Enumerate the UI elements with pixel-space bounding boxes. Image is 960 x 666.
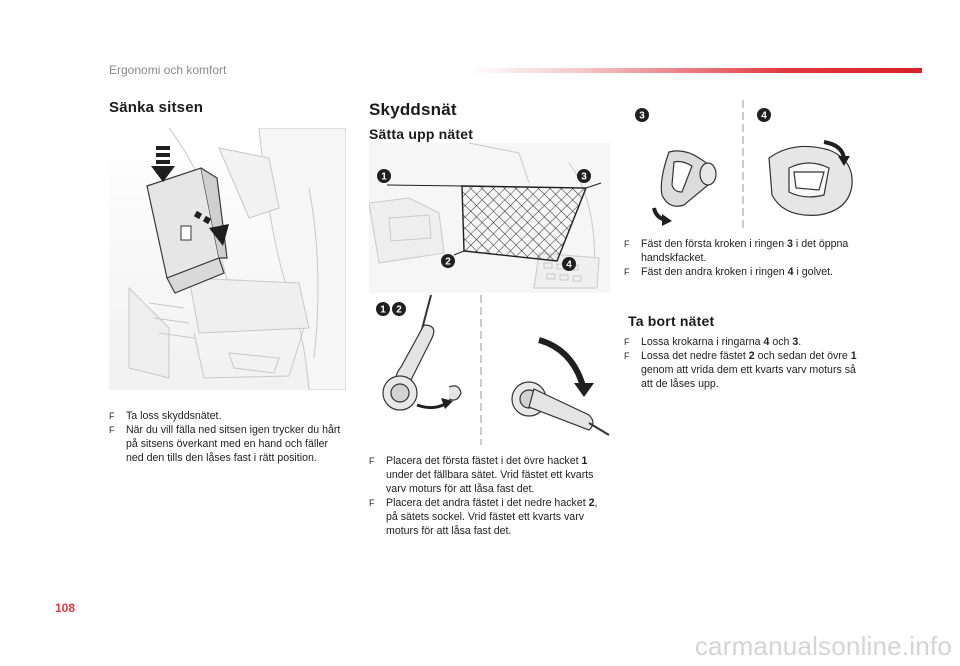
twist-arrow-icon (416, 401, 448, 410)
section-heading-lower-seat: Sänka sitsen (109, 99, 204, 116)
text: och sedan det övre (754, 350, 851, 362)
ring-label-3: 3 (635, 108, 649, 122)
ref-number: 4 (787, 266, 794, 278)
bullet-mark: F (369, 498, 375, 508)
section-heading-safety-net: Skyddsnät (369, 100, 457, 119)
ring-label-4: 4 (757, 108, 771, 122)
text: i golvet. (793, 266, 833, 278)
bullet-mark: F (624, 351, 630, 361)
net-strap-lower (453, 250, 465, 256)
safety-net (461, 185, 588, 262)
net-label-3: 3 (577, 169, 591, 183)
ref-number: 1 (581, 455, 588, 467)
rotate-arrow-icon (538, 337, 587, 391)
bullet-mark: F (624, 267, 630, 277)
svg-text:1: 1 (381, 172, 387, 183)
bullet-second-hook: F Fäst den andra kroken i ringen 4 i golv… (624, 265, 864, 279)
subheading-remove-net: Ta bort nätet (628, 313, 715, 329)
ref-number: 2 (588, 497, 595, 509)
svg-text:2: 2 (445, 257, 451, 268)
bullet-mark: F (624, 337, 630, 347)
bullet-remove-net: F Ta loss skyddsnätet. (109, 409, 341, 423)
running-header: Ergonomi och komfort (109, 63, 227, 77)
hook-arrow-icon (823, 140, 846, 159)
ring-3 (660, 150, 717, 207)
bullet-text: När du vill fälla ned sitsen igen trycke… (126, 424, 341, 464)
text: , på sätets sockel. Vrid fästet ett kvar… (386, 497, 598, 537)
ref-number: 3 (787, 238, 793, 250)
text: Fäst den första kroken i ringen (641, 238, 788, 250)
text: under det fällbara sätet. Vrid fästet et… (386, 469, 594, 495)
text: Lossa det nedre fästet (641, 350, 749, 362)
bullet-fold-seat: F När du vill fälla ned sitsen igen tryck… (109, 423, 341, 465)
ref-number: 1 (850, 350, 857, 362)
right-bullets-install: F Fäst den första kroken i ringen 3 i det… (624, 237, 864, 279)
text: i det öppna handskfacket. (641, 238, 849, 264)
ring-4 (768, 145, 853, 216)
bullet-mark: F (624, 239, 630, 249)
bullet-release-hooks: F Lossa krokarna i ringarna 4 och 3. (624, 335, 864, 349)
bullet-first-anchor: F Placera det första fästet i det övre ha… (369, 454, 611, 496)
text: Lossa krokarna i ringarna (641, 336, 764, 348)
middle-bullets: F Placera det första fästet i det övre ha… (369, 454, 611, 538)
anchor-twist-illustration: 1 2 (376, 295, 610, 445)
ref-number: 3 (792, 336, 799, 348)
svg-text:3: 3 (639, 111, 645, 122)
ref-number: 2 (748, 350, 755, 362)
svg-text:4: 4 (761, 111, 767, 122)
anchor-right (511, 381, 610, 436)
svg-text:4: 4 (566, 260, 572, 271)
bullet-mark: F (109, 425, 115, 435)
net-installation-illustration: 1 3 2 4 (369, 143, 610, 293)
subheading-install-net: Sätta upp nätet (369, 126, 474, 142)
seat-illustration (109, 128, 346, 390)
svg-text:3: 3 (581, 172, 587, 183)
bullet-first-hook: F Fäst den första kroken i ringen 3 i det… (624, 237, 864, 265)
text: . (798, 336, 802, 348)
text: och (769, 336, 793, 348)
text: Placera det första fästet i det övre hac… (386, 455, 582, 467)
net-label-2: 2 (441, 254, 455, 268)
text: genom att vrida dem ett kvarts varv motu… (641, 364, 856, 390)
bullet-mark: F (369, 456, 375, 466)
text: Fäst den andra kroken i ringen (641, 266, 788, 278)
svg-text:2: 2 (396, 305, 402, 316)
fold-arrow-icon (193, 210, 229, 246)
net-label-4: 4 (562, 257, 576, 271)
anchor-left (382, 295, 462, 411)
push-arrow-down-icon (151, 146, 175, 182)
header-rule (470, 68, 922, 73)
net-strap (386, 182, 602, 189)
hook-rings-illustration: 3 4 (635, 100, 853, 230)
bullet-second-anchor: F Placera det andra fästet i det nedre ha… (369, 496, 611, 538)
left-bullets: F Ta loss skyddsnätet. F När du vill fälla… (109, 409, 341, 465)
bullet-mark: F (109, 411, 115, 421)
page-number: 108 (55, 601, 76, 615)
bullet-text: Ta loss skyddsnätet. (126, 410, 222, 422)
right-bullets-remove: F Lossa krokarna i ringarna 4 och 3. F Los… (624, 335, 864, 391)
ref-number: 4 (763, 336, 770, 348)
net-label-1: 1 (377, 169, 391, 183)
watermark: carmanualsonline.info (694, 631, 952, 661)
svg-text:1: 1 (380, 305, 386, 316)
text: Placera det andra fästet i det nedre hac… (386, 497, 589, 509)
badge-1-2: 1 2 (376, 302, 406, 316)
bullet-release-anchors: F Lossa det nedre fästet 2 och sedan det … (624, 349, 864, 391)
